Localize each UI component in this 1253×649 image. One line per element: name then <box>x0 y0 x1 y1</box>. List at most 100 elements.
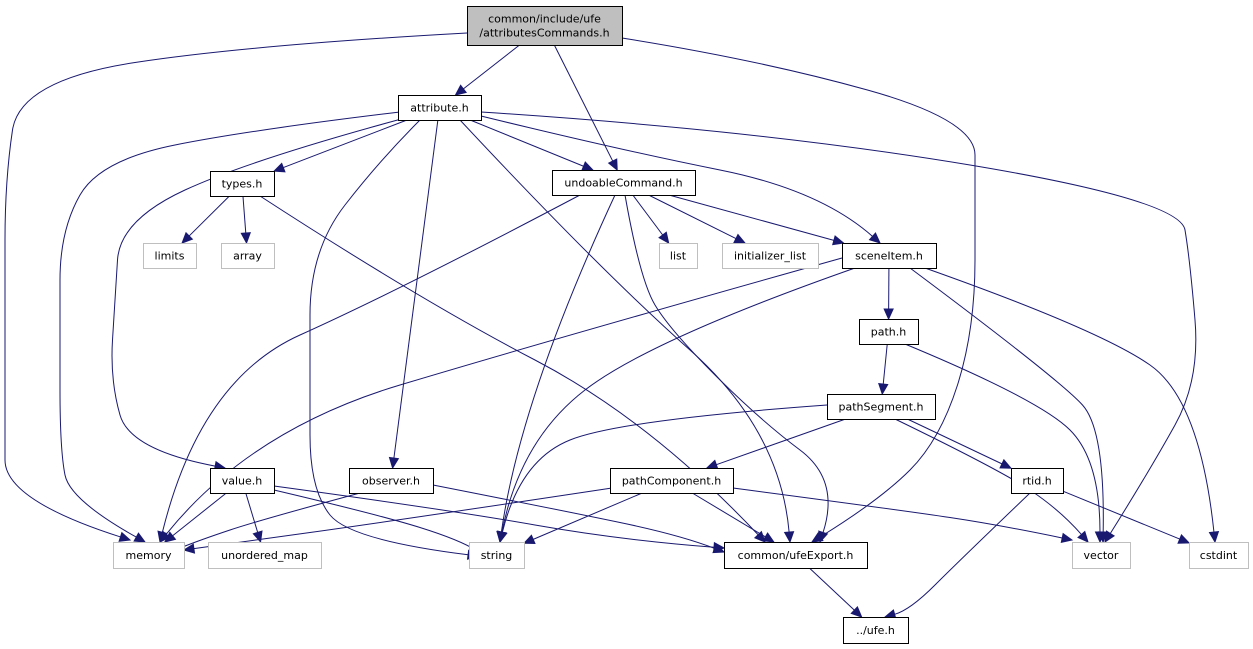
node-box[interactable] <box>210 171 275 197</box>
edge-path-to-pathSegment <box>878 343 889 396</box>
node-label: value.h <box>222 475 263 488</box>
node-box[interactable] <box>827 394 936 420</box>
edge-line <box>907 418 1003 465</box>
edge-pathSegment-to-pathComponent <box>705 418 846 470</box>
node-box[interactable] <box>1011 468 1064 494</box>
edge-attribute-to-sceneItem <box>480 115 881 244</box>
edge-line <box>1062 490 1180 540</box>
edge-line <box>245 492 259 533</box>
edge-line <box>809 567 855 611</box>
arrowhead-icon <box>1094 531 1106 544</box>
node-rtid[interactable]: rtid.h <box>1011 468 1064 494</box>
node-pathSegment[interactable]: pathSegment.h <box>827 394 936 420</box>
node-limits: limits <box>143 243 197 269</box>
edge-line <box>668 194 835 241</box>
node-box[interactable] <box>843 617 909 644</box>
node-box[interactable] <box>210 468 275 494</box>
arrowhead-icon <box>712 543 726 554</box>
node-label: cstdint <box>1200 549 1238 562</box>
edge-line <box>172 492 227 537</box>
arrowhead-icon <box>868 232 881 244</box>
node-attribute[interactable]: attribute.h <box>398 95 482 121</box>
edge-attributesCommands-to-memory <box>4 32 468 542</box>
edge-line <box>273 489 477 552</box>
edge-line <box>273 485 715 548</box>
node-pathComponent[interactable]: pathComponent.h <box>610 468 734 494</box>
edge-line <box>4 32 468 538</box>
edge-value-to-memory <box>163 492 227 543</box>
node-cstdint: cstdint <box>1189 542 1249 569</box>
arrowhead-icon <box>1077 530 1089 543</box>
edge-types-to-limits <box>181 195 230 244</box>
edge-attributesCommands-to-ufeExport <box>621 37 976 543</box>
edge-rtid-to-cstdint <box>1062 490 1191 544</box>
edge-line <box>480 115 873 237</box>
arrowhead-icon <box>497 530 508 544</box>
node-label: string <box>481 549 513 562</box>
edge-line <box>283 119 408 169</box>
edge-attribute-to-types <box>272 119 408 173</box>
node-unordered_map: unordered_map <box>208 542 322 569</box>
node-attributesCommands[interactable]: common/include/ufe/attributesCommands.h <box>467 6 623 46</box>
node-value[interactable]: value.h <box>210 468 275 494</box>
edge-ufeExport-to-ufe <box>809 567 863 618</box>
node-label: attribute.h <box>410 102 468 115</box>
edge-attribute-to-memory <box>59 111 401 543</box>
edge-line <box>259 195 759 536</box>
edge-line <box>179 492 361 549</box>
node-box[interactable] <box>467 6 623 46</box>
edge-pathSegment-to-string <box>497 404 828 544</box>
node-undoableCommand[interactable]: undoableCommand.h <box>552 170 696 196</box>
edge-pathComponent-to-vector <box>732 487 1074 544</box>
node-observer[interactable]: observer.h <box>349 468 434 494</box>
node-ufe[interactable]: ../ufe.h <box>843 617 909 644</box>
node-label: initializer_list <box>734 250 807 263</box>
node-box[interactable] <box>349 468 434 494</box>
arrowhead-icon <box>181 231 194 244</box>
edge-line <box>161 194 581 533</box>
arrowhead-icon <box>454 84 468 96</box>
arrowhead-icon <box>522 534 536 545</box>
node-label: memory <box>126 549 172 562</box>
node-box[interactable] <box>859 319 919 345</box>
edge-line <box>193 487 613 550</box>
edge-line <box>500 194 616 533</box>
node-types[interactable]: types.h <box>210 171 275 197</box>
edge-sceneItem-to-cstdint <box>924 267 1220 544</box>
node-label: pathComponent.h <box>622 475 721 488</box>
node-memory: memory <box>113 542 185 569</box>
node-box <box>469 542 525 569</box>
arrowhead-icon <box>607 158 618 172</box>
edge-sceneItem-to-memory <box>159 257 843 543</box>
edge-rtid-to-ufe <box>883 492 1031 620</box>
edge-line <box>165 257 843 535</box>
node-box[interactable] <box>724 542 868 569</box>
arrowhead-icon <box>1208 531 1220 544</box>
node-path[interactable]: path.h <box>859 319 919 345</box>
node-ufeExport[interactable]: common/ufeExport.h <box>724 542 868 569</box>
node-box <box>208 542 322 569</box>
edge-attributesCommands-to-undoableCommand <box>553 44 618 172</box>
node-string: string <box>469 542 525 569</box>
node-label: unordered_map <box>221 549 308 562</box>
edge-types-to-array <box>240 195 252 245</box>
node-label: rtid.h <box>1022 475 1051 488</box>
node-label: limits <box>155 250 185 263</box>
arrowhead-icon <box>159 530 171 543</box>
node-box[interactable] <box>842 243 937 269</box>
node-box <box>113 542 185 569</box>
edge-line <box>111 117 406 467</box>
node-box[interactable] <box>398 95 482 121</box>
arrowhead-icon <box>783 531 795 544</box>
node-box <box>143 243 197 269</box>
node-vector: vector <box>1072 542 1131 569</box>
node-box[interactable] <box>610 468 734 494</box>
node-sceneItem[interactable]: sceneItem.h <box>842 243 937 269</box>
edge-line <box>188 195 230 237</box>
edge-sceneItem-to-string <box>496 267 856 544</box>
node-label: common/include/ufe <box>488 13 601 26</box>
edge-undoableCommand-to-initializer_list <box>648 194 747 244</box>
node-array: array <box>221 243 275 269</box>
node-box[interactable] <box>552 170 696 196</box>
node-box <box>659 243 698 269</box>
